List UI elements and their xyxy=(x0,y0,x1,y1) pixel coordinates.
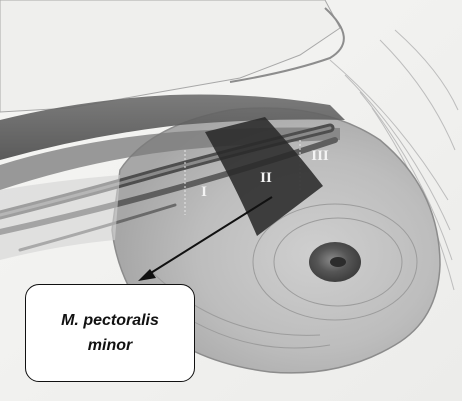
zone-label-I: I xyxy=(201,184,207,200)
callout-label: M. pectoralis minor xyxy=(45,308,175,358)
nipple xyxy=(330,257,346,267)
callout-box: M. pectoralis minor xyxy=(25,284,195,382)
zone-label-II: II xyxy=(260,170,272,186)
zone-label-III: III xyxy=(311,148,329,164)
